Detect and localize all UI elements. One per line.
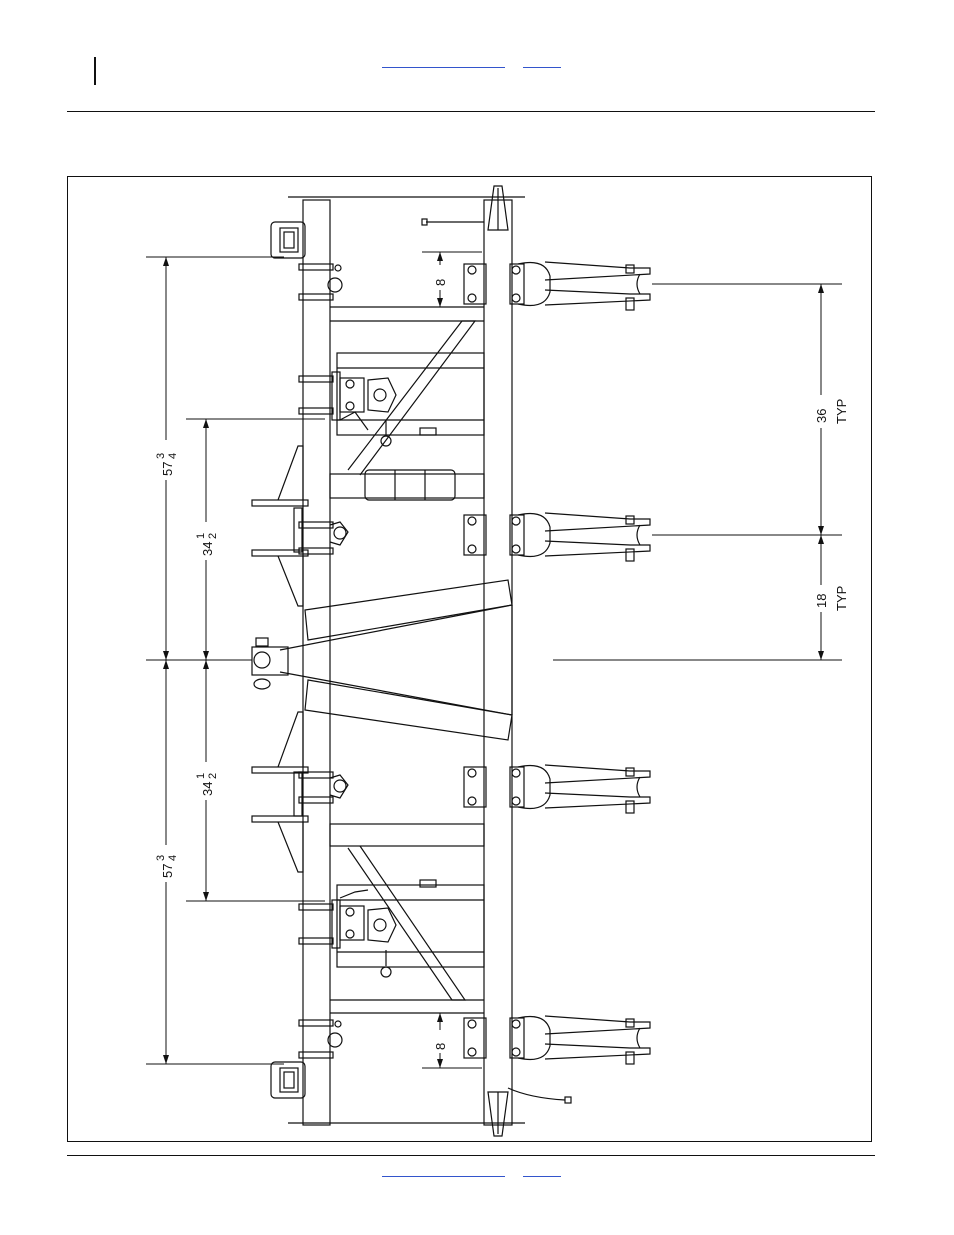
footer-rule bbox=[67, 1155, 875, 1156]
cable-bottom bbox=[508, 1088, 571, 1103]
svg-text:57: 57 bbox=[160, 462, 175, 476]
dim-8-bottom: 8 bbox=[433, 1043, 448, 1050]
footer-nav-link-1[interactable] bbox=[382, 1176, 505, 1177]
svg-text:2: 2 bbox=[207, 533, 219, 539]
dim-57-3-4-upper: 57 3 4 bbox=[155, 453, 179, 476]
dimension-lines bbox=[146, 252, 842, 1068]
dim-36-typ: TYP bbox=[834, 399, 849, 424]
svg-text:TYP: TYP bbox=[834, 586, 849, 611]
u-bolt-clamps bbox=[299, 264, 333, 1058]
hitch-assembly bbox=[252, 580, 512, 740]
dim-18: 18 bbox=[814, 594, 829, 608]
cable-top bbox=[422, 219, 484, 225]
dim-8-top: 8 bbox=[433, 279, 448, 286]
svg-text:36: 36 bbox=[814, 409, 829, 423]
dim-34-1-2-upper: 34 1 2 bbox=[195, 533, 219, 556]
toolbar-end-cap-bottom bbox=[488, 1092, 508, 1136]
row-unit-1 bbox=[464, 262, 650, 310]
svg-text:8: 8 bbox=[433, 279, 448, 286]
row-unit-3 bbox=[464, 765, 650, 813]
gauge-wheel-mount-bottom bbox=[271, 1021, 342, 1098]
footer-nav-link-2[interactable] bbox=[523, 1176, 561, 1177]
svg-text:8: 8 bbox=[433, 1043, 448, 1050]
front-mount-plates bbox=[252, 446, 308, 872]
dim-34-1-2-lower: 34 1 2 bbox=[195, 773, 219, 796]
svg-text:18: 18 bbox=[814, 594, 829, 608]
row-unit-2 bbox=[464, 513, 650, 561]
row-unit-4 bbox=[464, 1016, 650, 1064]
coulter-mount-lower bbox=[332, 880, 436, 977]
svg-text:57: 57 bbox=[160, 864, 175, 878]
dim-18-typ: TYP bbox=[834, 586, 849, 611]
svg-text:1: 1 bbox=[195, 533, 207, 539]
rear-toolbar bbox=[484, 197, 525, 1125]
svg-text:4: 4 bbox=[167, 855, 179, 861]
svg-text:2: 2 bbox=[207, 773, 219, 779]
svg-text:TYP: TYP bbox=[834, 399, 849, 424]
toolbar-end-cap-top bbox=[488, 186, 508, 230]
svg-text:1: 1 bbox=[195, 773, 207, 779]
dim-36: 36 bbox=[814, 409, 829, 423]
svg-text:4: 4 bbox=[167, 453, 179, 459]
svg-text:3: 3 bbox=[155, 855, 167, 861]
hitch-pin-brackets bbox=[330, 522, 348, 798]
front-toolbar bbox=[288, 197, 498, 1125]
dim-57-3-4-lower: 57 3 4 bbox=[155, 855, 179, 878]
svg-text:34: 34 bbox=[200, 542, 215, 556]
lower-frame-members bbox=[330, 824, 484, 1013]
svg-text:3: 3 bbox=[155, 453, 167, 459]
svg-text:34: 34 bbox=[200, 782, 215, 796]
